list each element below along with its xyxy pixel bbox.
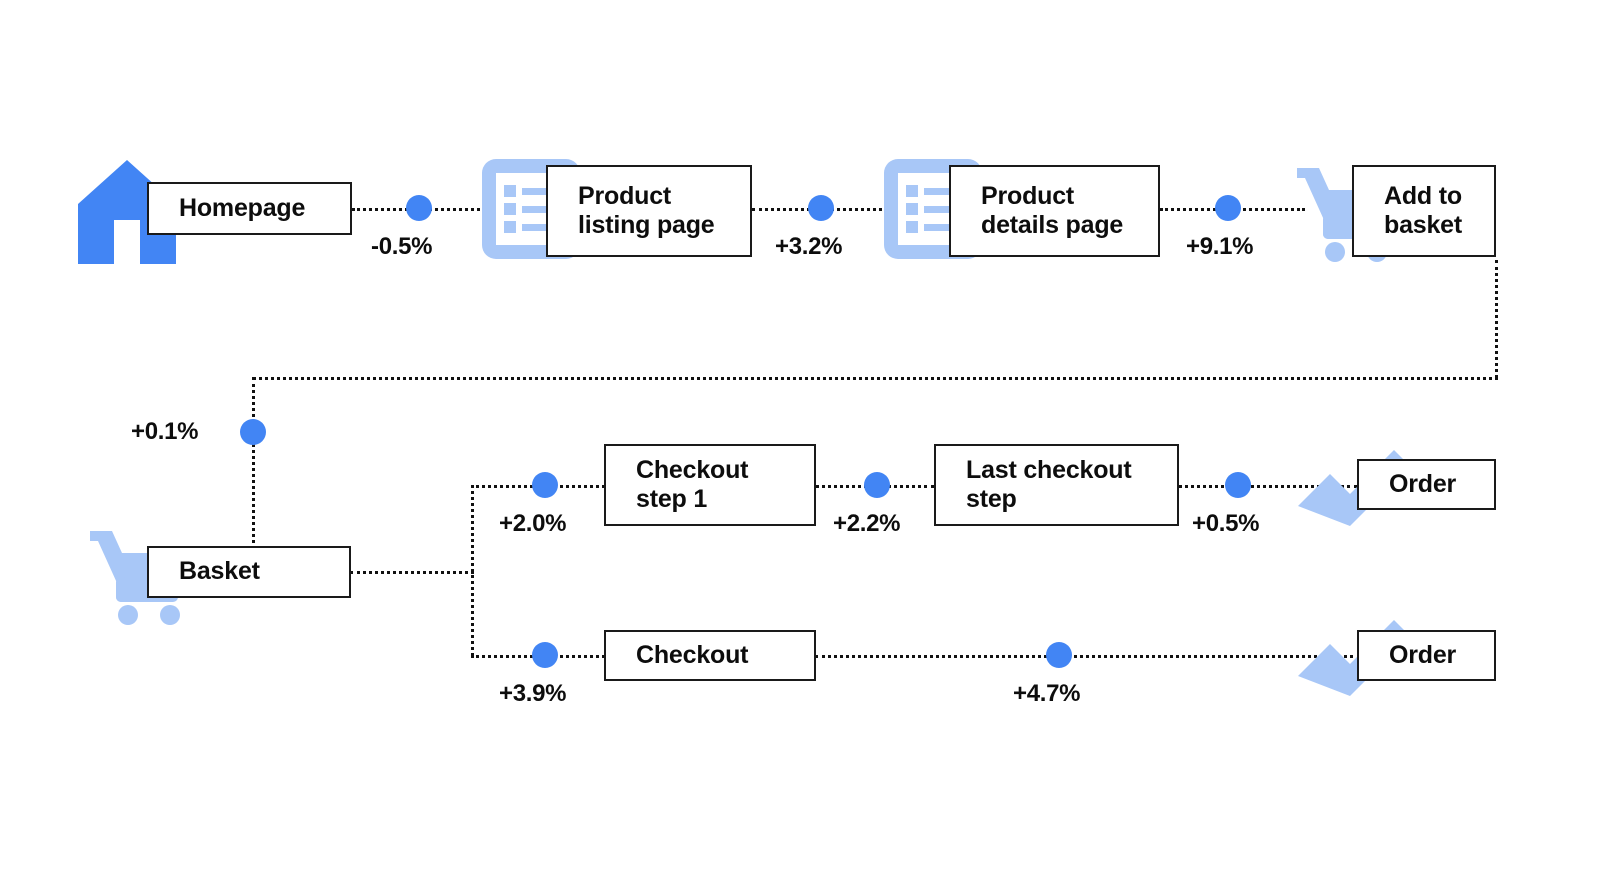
connector-add-to-basket-to-basket-horizontal <box>253 377 1498 380</box>
delta-label-t3: +9.1% <box>1186 233 1254 260</box>
connector-last-checkout-step-order <box>1178 485 1358 488</box>
connector-add-to-basket-down <box>1495 260 1498 378</box>
transition-dot-t1[interactable] <box>406 195 432 221</box>
delta-label-t5: +2.0% <box>499 510 567 537</box>
connector-basket-branch <box>350 571 474 574</box>
node-order-bottom[interactable]: Order <box>1357 630 1496 681</box>
transition-dot-t5[interactable] <box>532 472 558 498</box>
delta-label-t8: +3.9% <box>499 680 567 707</box>
node-product-details[interactable]: Product details page <box>949 165 1160 257</box>
delta-label-t6: +2.2% <box>833 510 901 537</box>
transition-dot-t7[interactable] <box>1225 472 1251 498</box>
transition-dot-t6[interactable] <box>864 472 890 498</box>
node-checkout-step-1[interactable]: Checkout step 1 <box>604 444 816 526</box>
node-checkout[interactable]: Checkout <box>604 630 816 681</box>
transition-dot-t4[interactable] <box>240 419 266 445</box>
delta-label-t2: +3.2% <box>775 233 843 260</box>
delta-label-t7: +0.5% <box>1192 510 1260 537</box>
transition-dot-t9[interactable] <box>1046 642 1072 668</box>
node-order-top[interactable]: Order <box>1357 459 1496 510</box>
node-label-basket: Basket <box>179 557 260 586</box>
node-homepage[interactable]: Homepage <box>147 182 352 235</box>
transition-dot-t8[interactable] <box>532 642 558 668</box>
node-label-homepage: Homepage <box>179 193 306 222</box>
node-label-add-to-basket: Add to basket <box>1384 181 1463 240</box>
node-last-checkout-step[interactable]: Last checkout step <box>934 444 1179 526</box>
node-label-order-top: Order <box>1389 469 1457 498</box>
node-basket[interactable]: Basket <box>147 546 351 598</box>
delta-label-t9: +4.7% <box>1013 680 1081 707</box>
connector-branch-vertical <box>471 485 474 656</box>
node-label-checkout-step-1: Checkout step 1 <box>636 455 749 514</box>
connector-checkout-order <box>815 655 1360 658</box>
node-add-to-basket[interactable]: Add to basket <box>1352 165 1496 257</box>
node-label-product-details: Product details page <box>981 181 1124 240</box>
transition-dot-t3[interactable] <box>1215 195 1241 221</box>
node-label-last-checkout-step: Last checkout step <box>966 455 1132 514</box>
connector-into-basket-vertical <box>252 377 255 549</box>
delta-label-t1: -0.5% <box>371 233 433 260</box>
delta-label-t4: +0.1% <box>131 418 199 445</box>
node-label-product-listing: Product listing page <box>578 181 715 240</box>
node-label-checkout: Checkout <box>636 640 749 669</box>
node-label-order-bottom: Order <box>1389 640 1457 669</box>
transition-dot-t2[interactable] <box>808 195 834 221</box>
node-product-listing[interactable]: Product listing page <box>546 165 752 257</box>
